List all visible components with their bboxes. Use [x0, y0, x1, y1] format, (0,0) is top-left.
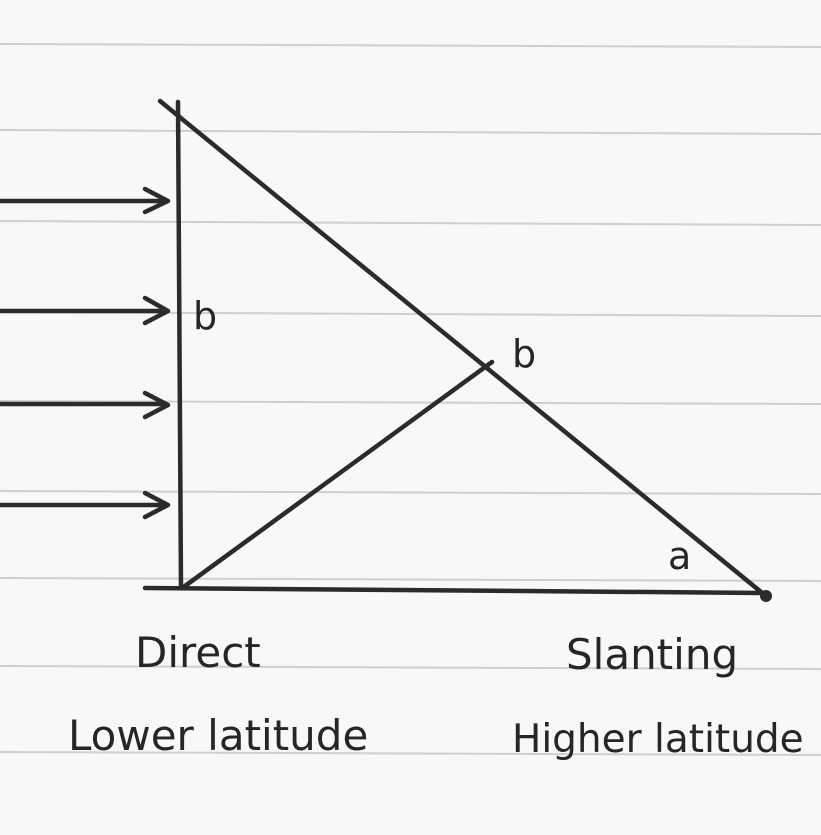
caption-lower-latitude: Lower latitude	[68, 711, 369, 760]
ruled-line	[0, 129, 821, 135]
arrow-right-icon	[0, 186, 171, 215]
ruled-line	[0, 220, 821, 226]
perpendicular-line	[182, 359, 495, 589]
arrow-right-icon	[0, 390, 171, 420]
vertical-side	[175, 99, 184, 591]
caption-direct: Direct	[135, 628, 261, 677]
ruled-line	[0, 665, 821, 670]
vertex-dot	[760, 590, 772, 602]
caption-slanting: Slanting	[566, 630, 739, 679]
label-b-vertical: b	[193, 294, 218, 338]
ruled-line	[0, 400, 821, 405]
label-angle-a: a	[668, 534, 692, 578]
arrow-right-icon	[0, 295, 171, 326]
ruled-line	[0, 43, 821, 48]
arrow-right-icon	[0, 490, 171, 520]
ruled-line	[0, 751, 821, 756]
label-b-hypotenuse: b	[512, 332, 537, 376]
ruled-line	[0, 577, 821, 582]
base-line	[142, 585, 771, 596]
caption-higher-latitude: Higher latitude	[512, 717, 804, 762]
ruled-line	[0, 490, 821, 495]
hypotenuse	[157, 98, 769, 599]
